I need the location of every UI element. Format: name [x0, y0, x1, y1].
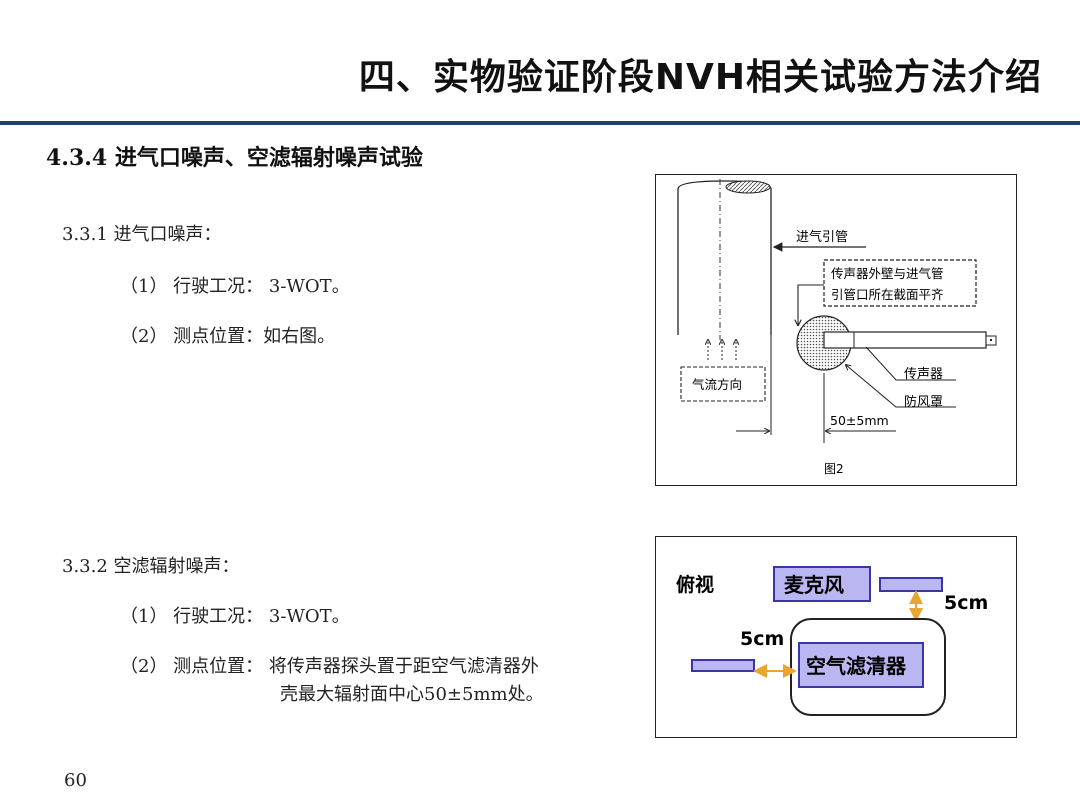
mic-leader: [865, 346, 956, 381]
section1-heading: 3.3.1 进气口噪声：: [62, 224, 222, 245]
intake-pipe: [677, 179, 772, 435]
section-subtitle: 4.3.4 进气口噪声、空滤辐射噪声试验: [46, 145, 423, 171]
note-pointer: [798, 284, 824, 325]
air-filter-diagram: 俯视 麦克风 5cm 空气滤清器 5cm: [676, 566, 988, 716]
air-filter-box: [798, 642, 924, 688]
page-title: 四、实物验证阶段NVH相关试验方法介绍: [358, 57, 1042, 98]
distance-label-left: 5cm: [740, 628, 784, 650]
intake-noise-figure: 进气引管 传声器外壁与进气管 引管口所在截面平齐 气流方向 传声器 防风罩: [655, 174, 1017, 486]
figure-caption: 图2: [824, 462, 844, 476]
windscreen-leader: [846, 365, 956, 408]
distance-label-top: 5cm: [944, 592, 988, 614]
alignment-note-line2: 引管口所在截面平齐: [831, 287, 944, 302]
section1-item1: （1） 行驶工况： 3-WOT。: [120, 276, 350, 297]
microphone-probe-left: [691, 659, 755, 672]
microphone-probe-top: [879, 577, 943, 592]
air-filter-label: 空气滤清器: [806, 654, 907, 678]
microphone-box: [773, 566, 871, 602]
intake-pipe-label: 进气引管: [796, 229, 848, 245]
title-divider: [0, 121, 1080, 125]
section2-item2-line1: （2） 测点位置： 将传声器探头置于距空气滤清器外: [120, 656, 539, 677]
windscreen-label: 防风罩: [904, 394, 943, 410]
alignment-note-line1: 传声器外壁与进气管: [831, 266, 944, 281]
dimension-label: 50±5mm: [830, 413, 889, 428]
section2-item1: （1） 行驶工况： 3-WOT。: [120, 606, 350, 627]
mic-label: 传声器: [904, 367, 943, 382]
top-view-label: 俯视: [676, 573, 714, 596]
airflow-arrows: [708, 340, 736, 360]
section2-item2-line2: 壳最大辐射面中心50±5mm处。: [280, 684, 544, 705]
microphone: [823, 331, 997, 349]
airflow-box: [680, 366, 766, 402]
microphone-label: 麦克风: [784, 573, 844, 597]
section1-item2: （2） 测点位置：如右图。: [120, 326, 336, 347]
alignment-note-box: [823, 259, 977, 307]
intake-noise-diagram: 进气引管 传声器外壁与进气管 引管口所在截面平齐 气流方向 传声器 防风罩: [677, 179, 997, 476]
airflow-label: 气流方向: [692, 377, 742, 392]
air-filter-figure: 俯视 麦克风 5cm 空气滤清器 5cm: [655, 536, 1017, 738]
section2-heading: 3.3.2 空滤辐射噪声：: [62, 556, 240, 577]
page-number: 60: [64, 770, 87, 791]
